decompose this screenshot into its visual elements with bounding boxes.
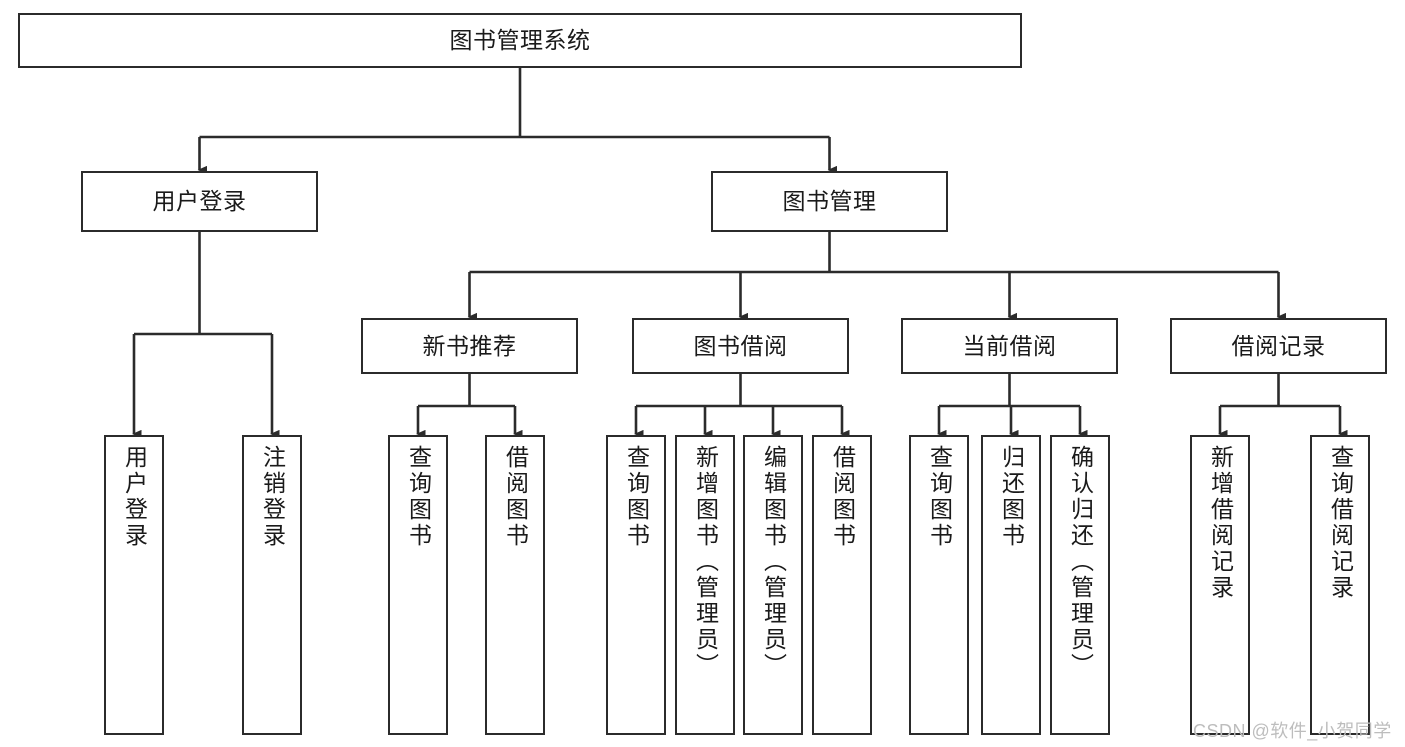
node-new-book-leaf-query-label: 查询图书 <box>405 445 432 549</box>
csdn-watermark: CSDN @软件_小贺同学 <box>1193 721 1392 741</box>
node-book-borrow-leaf-borrow-label: 借阅图书 <box>829 445 856 549</box>
node-borrow-records[interactable]: 借阅记录 <box>1170 318 1387 374</box>
node-borrow-records-leaf-add[interactable]: 新增借阅记录 <box>1190 435 1250 735</box>
node-current-borrow-leaf-return-label: 归还图书 <box>998 445 1025 549</box>
node-new-book-recommend[interactable]: 新书推荐 <box>361 318 578 374</box>
node-current-borrow-leaf-return[interactable]: 归还图书 <box>981 435 1041 735</box>
node-current-borrow-leaf-confirm[interactable]: 确认归还（管理员） <box>1050 435 1110 735</box>
node-borrow-records-label: 借阅记录 <box>1231 332 1326 359</box>
node-current-borrow-leaf-query[interactable]: 查询图书 <box>909 435 969 735</box>
node-book-borrow-leaf-add-label: 新增图书（管理员） <box>692 445 719 679</box>
node-new-book-leaf-borrow-label: 借阅图书 <box>502 445 529 549</box>
node-new-book-recommend-label: 新书推荐 <box>422 332 517 359</box>
node-borrow-records-leaf-add-label: 新增借阅记录 <box>1207 445 1234 601</box>
node-root-label: 图书管理系统 <box>449 27 591 54</box>
node-borrow-records-leaf-query-label: 查询借阅记录 <box>1327 445 1354 601</box>
node-current-borrow-leaf-query-label: 查询图书 <box>926 445 953 549</box>
node-user-login-leaf-logout[interactable]: 注销登录 <box>242 435 302 735</box>
node-book-borrow-leaf-edit-label: 编辑图书（管理员） <box>760 445 787 679</box>
node-user-login-leaf-login[interactable]: 用户登录 <box>104 435 164 735</box>
node-book-borrow-label: 图书借阅 <box>693 332 788 359</box>
node-current-borrow-label: 当前借阅 <box>962 332 1057 359</box>
node-user-login[interactable]: 用户登录 <box>81 171 318 232</box>
node-new-book-leaf-borrow[interactable]: 借阅图书 <box>485 435 545 735</box>
node-book-borrow-leaf-add[interactable]: 新增图书（管理员） <box>675 435 735 735</box>
node-book-borrow[interactable]: 图书借阅 <box>632 318 849 374</box>
node-user-login-label: 用户登录 <box>152 188 247 215</box>
node-book-borrow-leaf-edit[interactable]: 编辑图书（管理员） <box>743 435 803 735</box>
node-book-management-label: 图书管理 <box>782 188 877 215</box>
node-current-borrow[interactable]: 当前借阅 <box>901 318 1118 374</box>
node-book-management[interactable]: 图书管理 <box>711 171 948 232</box>
node-book-borrow-leaf-borrow[interactable]: 借阅图书 <box>812 435 872 735</box>
node-book-borrow-leaf-query-label: 查询图书 <box>623 445 650 549</box>
node-root[interactable]: 图书管理系统 <box>18 13 1022 68</box>
node-user-login-leaf-logout-label: 注销登录 <box>259 445 286 549</box>
node-borrow-records-leaf-query[interactable]: 查询借阅记录 <box>1310 435 1370 735</box>
node-current-borrow-leaf-confirm-label: 确认归还（管理员） <box>1067 445 1094 679</box>
node-user-login-leaf-login-label: 用户登录 <box>121 445 148 549</box>
node-book-borrow-leaf-query[interactable]: 查询图书 <box>606 435 666 735</box>
node-new-book-leaf-query[interactable]: 查询图书 <box>388 435 448 735</box>
